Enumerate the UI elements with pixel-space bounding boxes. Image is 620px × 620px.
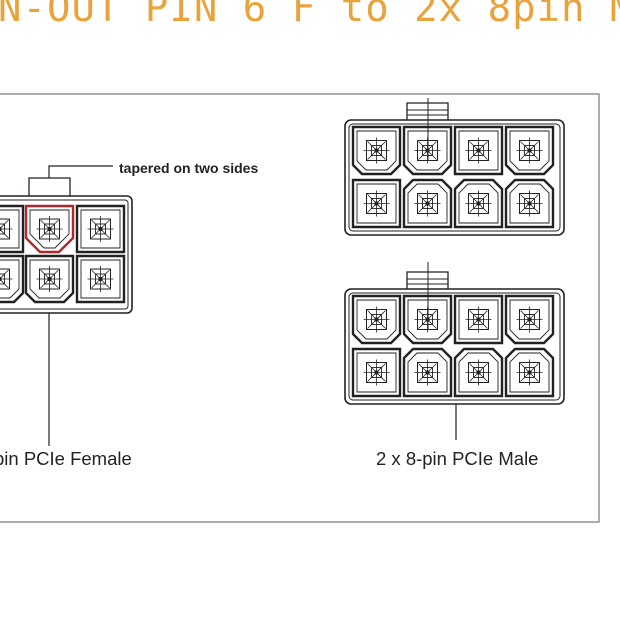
tapered-annotation: tapered on two sides [119, 160, 259, 176]
leader-lines [48, 98, 457, 446]
tapered-leader [48, 165, 113, 178]
female-6pin-connector [0, 177, 133, 314]
page-title: N-OUT PIN 6 F to 2x 8pin M [0, 0, 620, 31]
diagram-frame [0, 93, 600, 523]
male-connector-label: 2 x 8-pin PCIe Male [376, 448, 539, 469]
female-connector-label: pin PCIe Female [0, 448, 132, 469]
female-latch [28, 177, 71, 196]
male-8pin-connector-bottom [344, 271, 565, 405]
male-8pin-connector-top [344, 102, 565, 236]
